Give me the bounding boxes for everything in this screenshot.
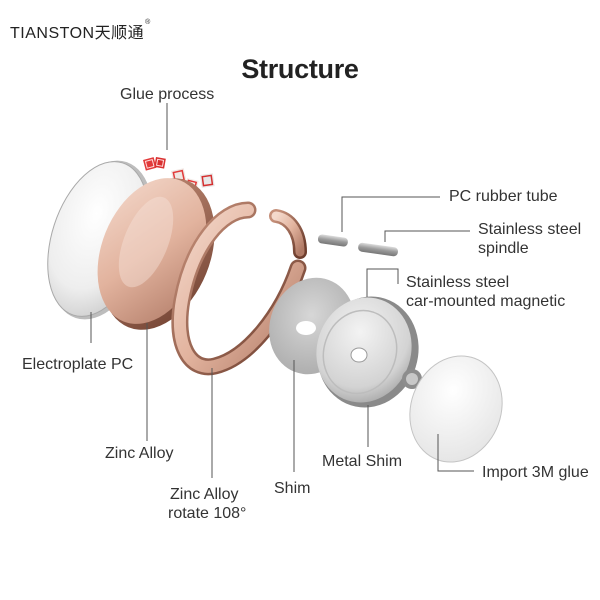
label-zinc-alloy-rotate-line2: rotate 108° xyxy=(168,505,247,522)
label-magnetic-line1: Stainless steel xyxy=(406,274,510,291)
label-magnetic-line2: car-mounted magnetic xyxy=(406,293,566,310)
brand-name: TIANSTON天顺通 xyxy=(10,25,145,42)
leader-pc-rubber-tube xyxy=(341,196,440,232)
label-electroplate-pc: Electroplate PC xyxy=(22,356,134,373)
label-stainless-steel-spindle-line2: spindle xyxy=(478,240,529,257)
glue-process-pieces xyxy=(143,157,215,193)
label-import-3m-glue: Import 3M glue xyxy=(482,464,589,481)
leader-lines xyxy=(90,103,474,478)
stainless-steel-spindle xyxy=(358,242,398,257)
spindle-bolt xyxy=(402,369,422,389)
label-zinc-alloy-rotate-line1: Zinc Alloy xyxy=(170,486,239,503)
leader-spindle xyxy=(384,230,470,242)
label-pc-rubber-tube: PC rubber tube xyxy=(449,188,558,205)
leader-magnetic xyxy=(366,268,399,297)
page-title: Structure xyxy=(241,54,359,84)
label-zinc-alloy: Zinc Alloy xyxy=(105,445,174,462)
leader-import-3m-glue xyxy=(437,434,474,472)
label-metal-shim: Metal Shim xyxy=(322,453,403,470)
label-glue-process: Glue process xyxy=(120,86,215,103)
zinc-alloy-ring xyxy=(171,201,307,376)
pc-rubber-tube xyxy=(317,234,348,247)
metal-shim-plate xyxy=(316,296,419,408)
label-shim: Shim xyxy=(274,480,311,497)
registered-mark: ® xyxy=(145,19,151,26)
brand-logo: TIANSTON天顺通® xyxy=(10,19,151,43)
label-stainless-steel-spindle-line1: Stainless steel xyxy=(478,221,582,238)
